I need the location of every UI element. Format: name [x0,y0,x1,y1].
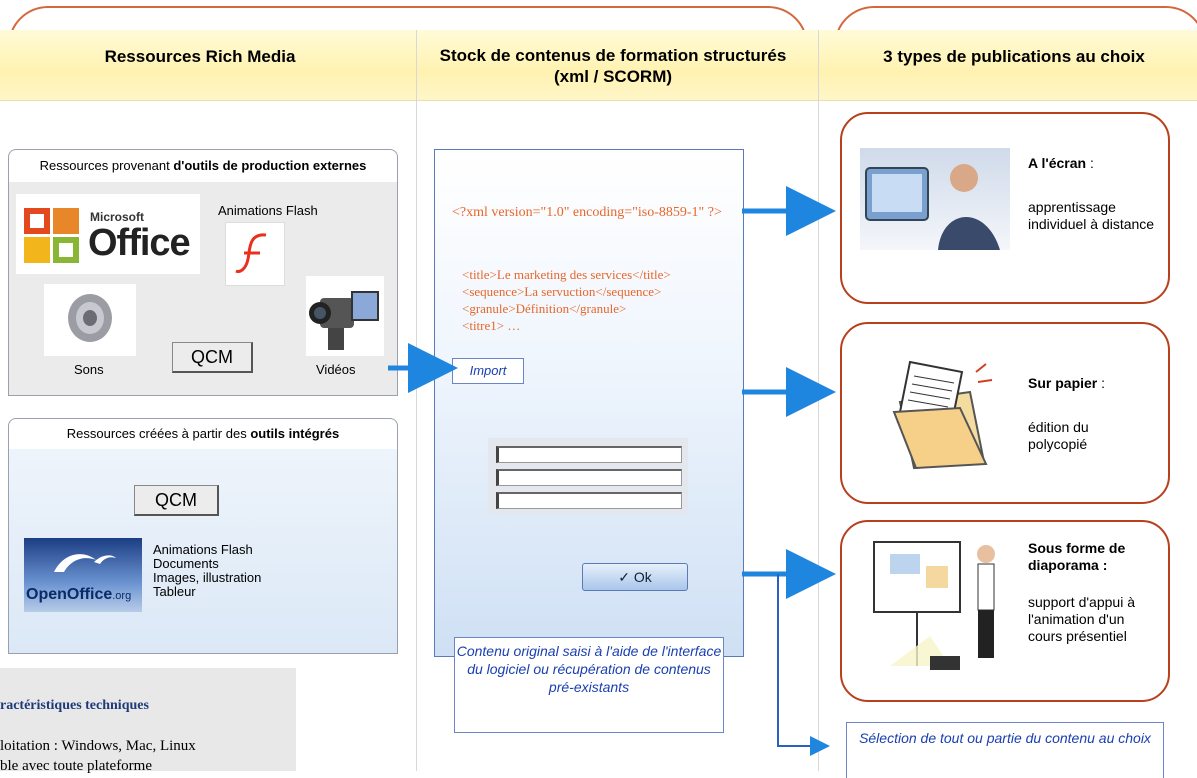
left-column-title: Ressources Rich Media [104,47,296,66]
middle-column-title: Stock de contenus de formation structuré… [439,46,787,86]
code-line: <sequence>La servuction</sequence> [462,284,662,299]
flash-icon [225,222,285,286]
selection-caption: Sélection de tout ou partie du contenu a… [846,722,1164,778]
import-button[interactable]: Import [452,358,524,384]
pub-screen-text: apprentissage individuel à distance [1028,199,1155,232]
screen-learning-illustration [860,148,1010,250]
qcm-button-integrated[interactable]: QCM [134,485,219,516]
pub-paper-text: édition du polycopié [1028,419,1089,452]
video-camera-icon [306,276,384,356]
pub-slideshow-title: Sous forme de diaporama : [1028,540,1126,573]
editor-caption: Contenu original saisi à l'aide de l'int… [454,637,724,733]
sons-label: Sons [74,362,104,377]
office-squares-icon [24,208,79,263]
tech-line-1: loitation : Windows, Mac, Linux [0,738,196,754]
tech-line-2: ble avec toute plateforme [0,758,153,774]
openoffice-logo-suffix: .org [112,590,132,602]
text-field-2[interactable] [496,469,682,486]
office-logo-small-text: Microsoft [90,210,144,224]
integrated-tools-list: Animations Flash Documents Images, illus… [153,543,261,599]
selection-arrow [777,574,830,756]
column-divider-1 [416,30,417,771]
tool-item: Tableur [153,584,196,599]
pub-slideshow-text: support d'appui à l'animation d'un cours… [1028,594,1135,644]
integrated-resources-heading: Ressources créées à partir des outils in… [8,418,398,449]
pub-screen-title: A l'écran : [1028,155,1094,171]
openoffice-logo: OpenOffice.org [24,538,142,612]
tool-item: Images, illustration [153,570,262,585]
form-fields-group [488,438,688,514]
xml-declaration: <?xml version="1.0" encoding="iso-8859-1… [452,205,722,220]
paper-folder-illustration [880,352,1000,470]
tech-characteristics-box [0,668,296,771]
presenter-illustration [860,536,1016,686]
flash-label: Animations Flash [218,203,318,218]
qcm-button-external[interactable]: QCM [172,342,253,373]
code-line: <granule>Définition</granule> [462,301,627,316]
code-line: <title>Le marketing des services</title> [462,267,671,282]
openoffice-logo-text: OpenOffice [26,586,113,603]
external-resources-heading: Ressources provenant d'outils de product… [8,149,398,182]
tool-item: Animations Flash [153,542,253,557]
microsoft-office-logo: Microsoft Office [16,194,200,274]
tool-item: Documents [153,556,219,571]
ok-button[interactable]: ✓ Ok [582,563,688,591]
tech-title: ractéristiques techniques [0,698,149,713]
speaker-icon [44,284,136,356]
office-logo-text: Office [88,222,191,264]
text-field-1[interactable] [496,446,682,463]
text-field-3[interactable] [496,492,682,509]
videos-label: Vidéos [316,362,356,377]
code-line: <titre1> … [462,318,521,333]
right-column-title: 3 types de publications au choix [883,47,1145,66]
pub-paper-title: Sur papier : [1028,375,1106,391]
header-band [0,30,1197,101]
